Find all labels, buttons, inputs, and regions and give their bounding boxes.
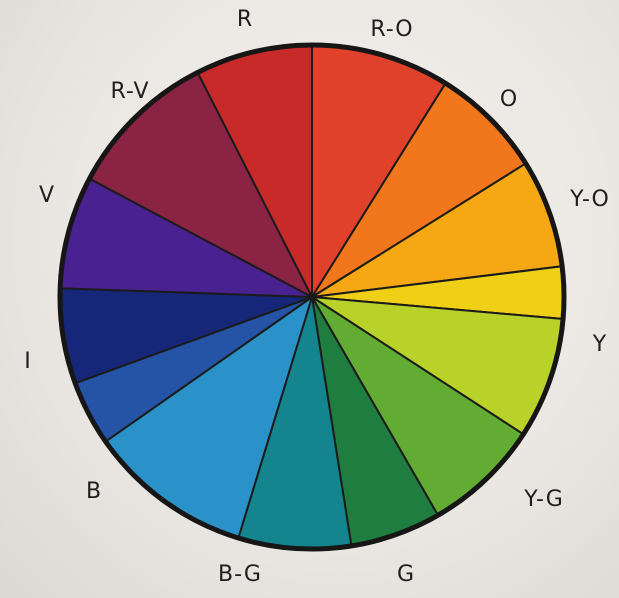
label-y-g: Y-G: [523, 487, 564, 512]
label-g: G: [397, 562, 415, 587]
label-r-v: R-V: [110, 79, 149, 104]
label-r: R: [237, 7, 253, 32]
label-b: B: [86, 479, 102, 504]
label-v: V: [39, 183, 55, 208]
label-y-o: Y-O: [569, 187, 610, 212]
label-i: I: [24, 349, 32, 374]
label-b-g: B-G: [218, 562, 262, 587]
label-o: O: [500, 87, 518, 112]
label-r-o: R-O: [370, 17, 413, 42]
wheel-segments: [60, 45, 564, 549]
label-y: Y: [592, 332, 607, 357]
